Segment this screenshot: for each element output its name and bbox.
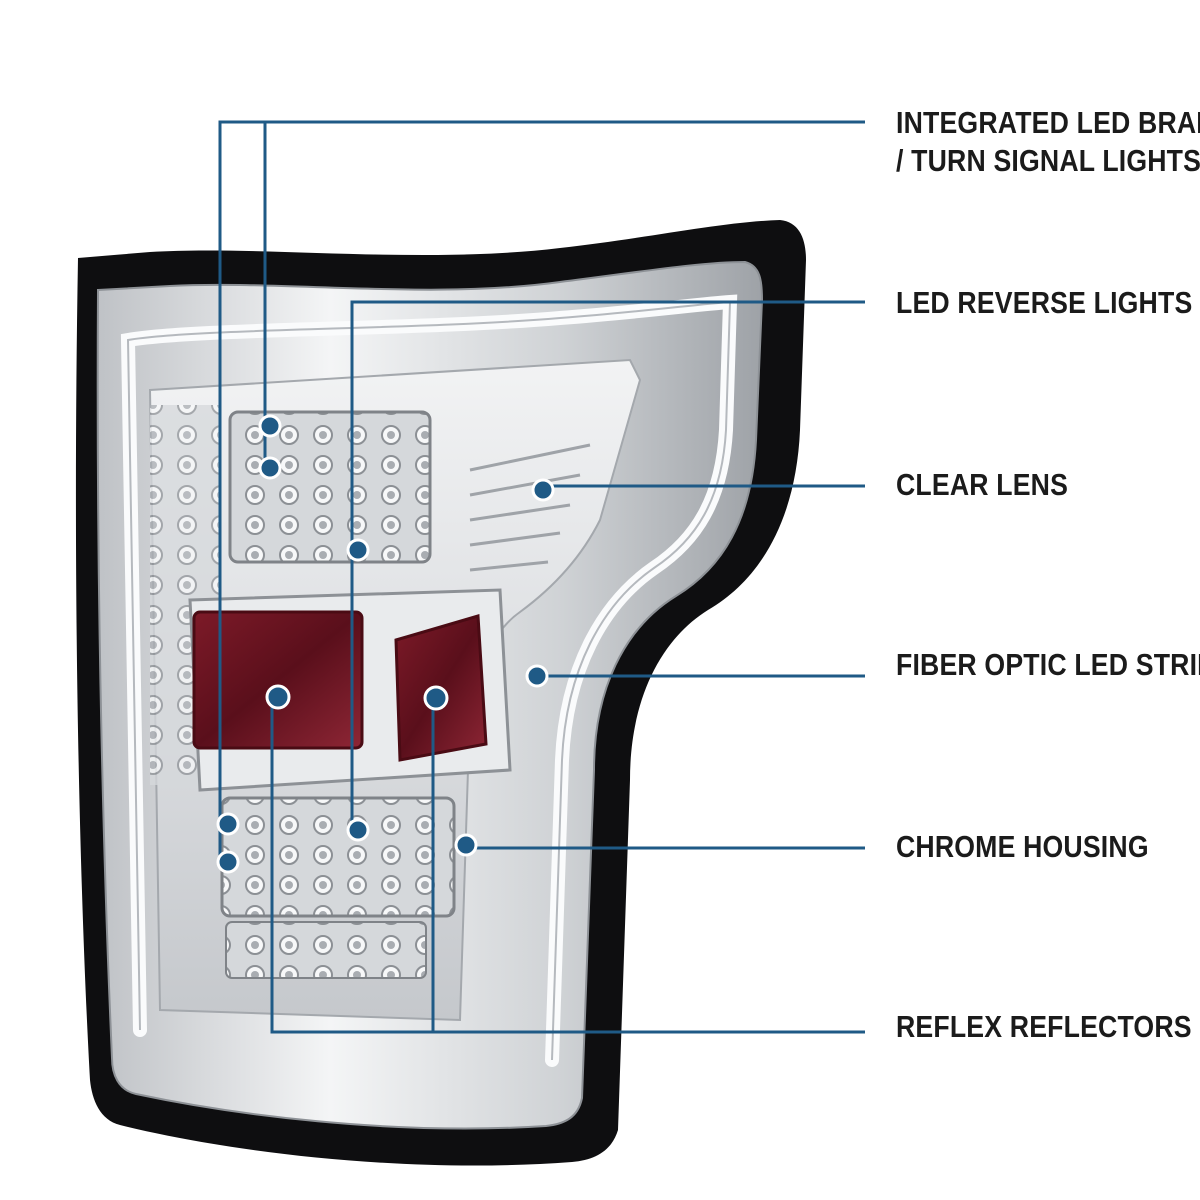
dot-reflector-left [265,684,291,710]
dot-reverse-lower [346,818,370,842]
leader-brake-turn [218,120,865,862]
callout-label-brake-turn: INTEGRATED LED BRAKE / TURN SIGNAL LIGHT… [896,104,1200,180]
dot-clear-lens [531,478,555,502]
dot-brake-lower-1 [216,812,240,836]
bottom-led-cluster [225,921,427,979]
callout-label-reverse: LED REVERSE LIGHTS [896,285,1193,320]
callout-label-chrome-housing: CHROME HOUSING [896,829,1149,864]
left-reflector-shape [192,610,364,750]
dot-brake-upper-1 [258,414,282,438]
dot-chrome-housing [454,833,478,857]
callout-label-reflex-reflectors: REFLEX REFLECTORS [896,1009,1192,1044]
callout-label-brake-turn-line1: INTEGRATED LED BRAKE [896,105,1200,140]
dot-reverse-upper [346,538,370,562]
callout-dots [216,414,555,874]
lens-ribs [469,443,591,572]
lower-led-cluster [220,796,456,918]
callout-label-brake-turn-line2: / TURN SIGNAL LIGHTS [896,143,1200,178]
callout-label-clear-lens: CLEAR LENS [896,467,1069,502]
leader-reflectors [270,697,865,1034]
upper-led-cluster [228,410,432,564]
dot-reflector-right [423,685,449,711]
callout-label-fiber-optic: FIBER OPTIC LED STRIP [896,647,1200,682]
callout-lines [218,120,865,1034]
dot-brake-lower-2 [216,850,240,874]
leader-reverse [350,300,865,830]
dot-brake-upper-2 [258,456,282,480]
dot-fiber-optic [525,664,549,688]
